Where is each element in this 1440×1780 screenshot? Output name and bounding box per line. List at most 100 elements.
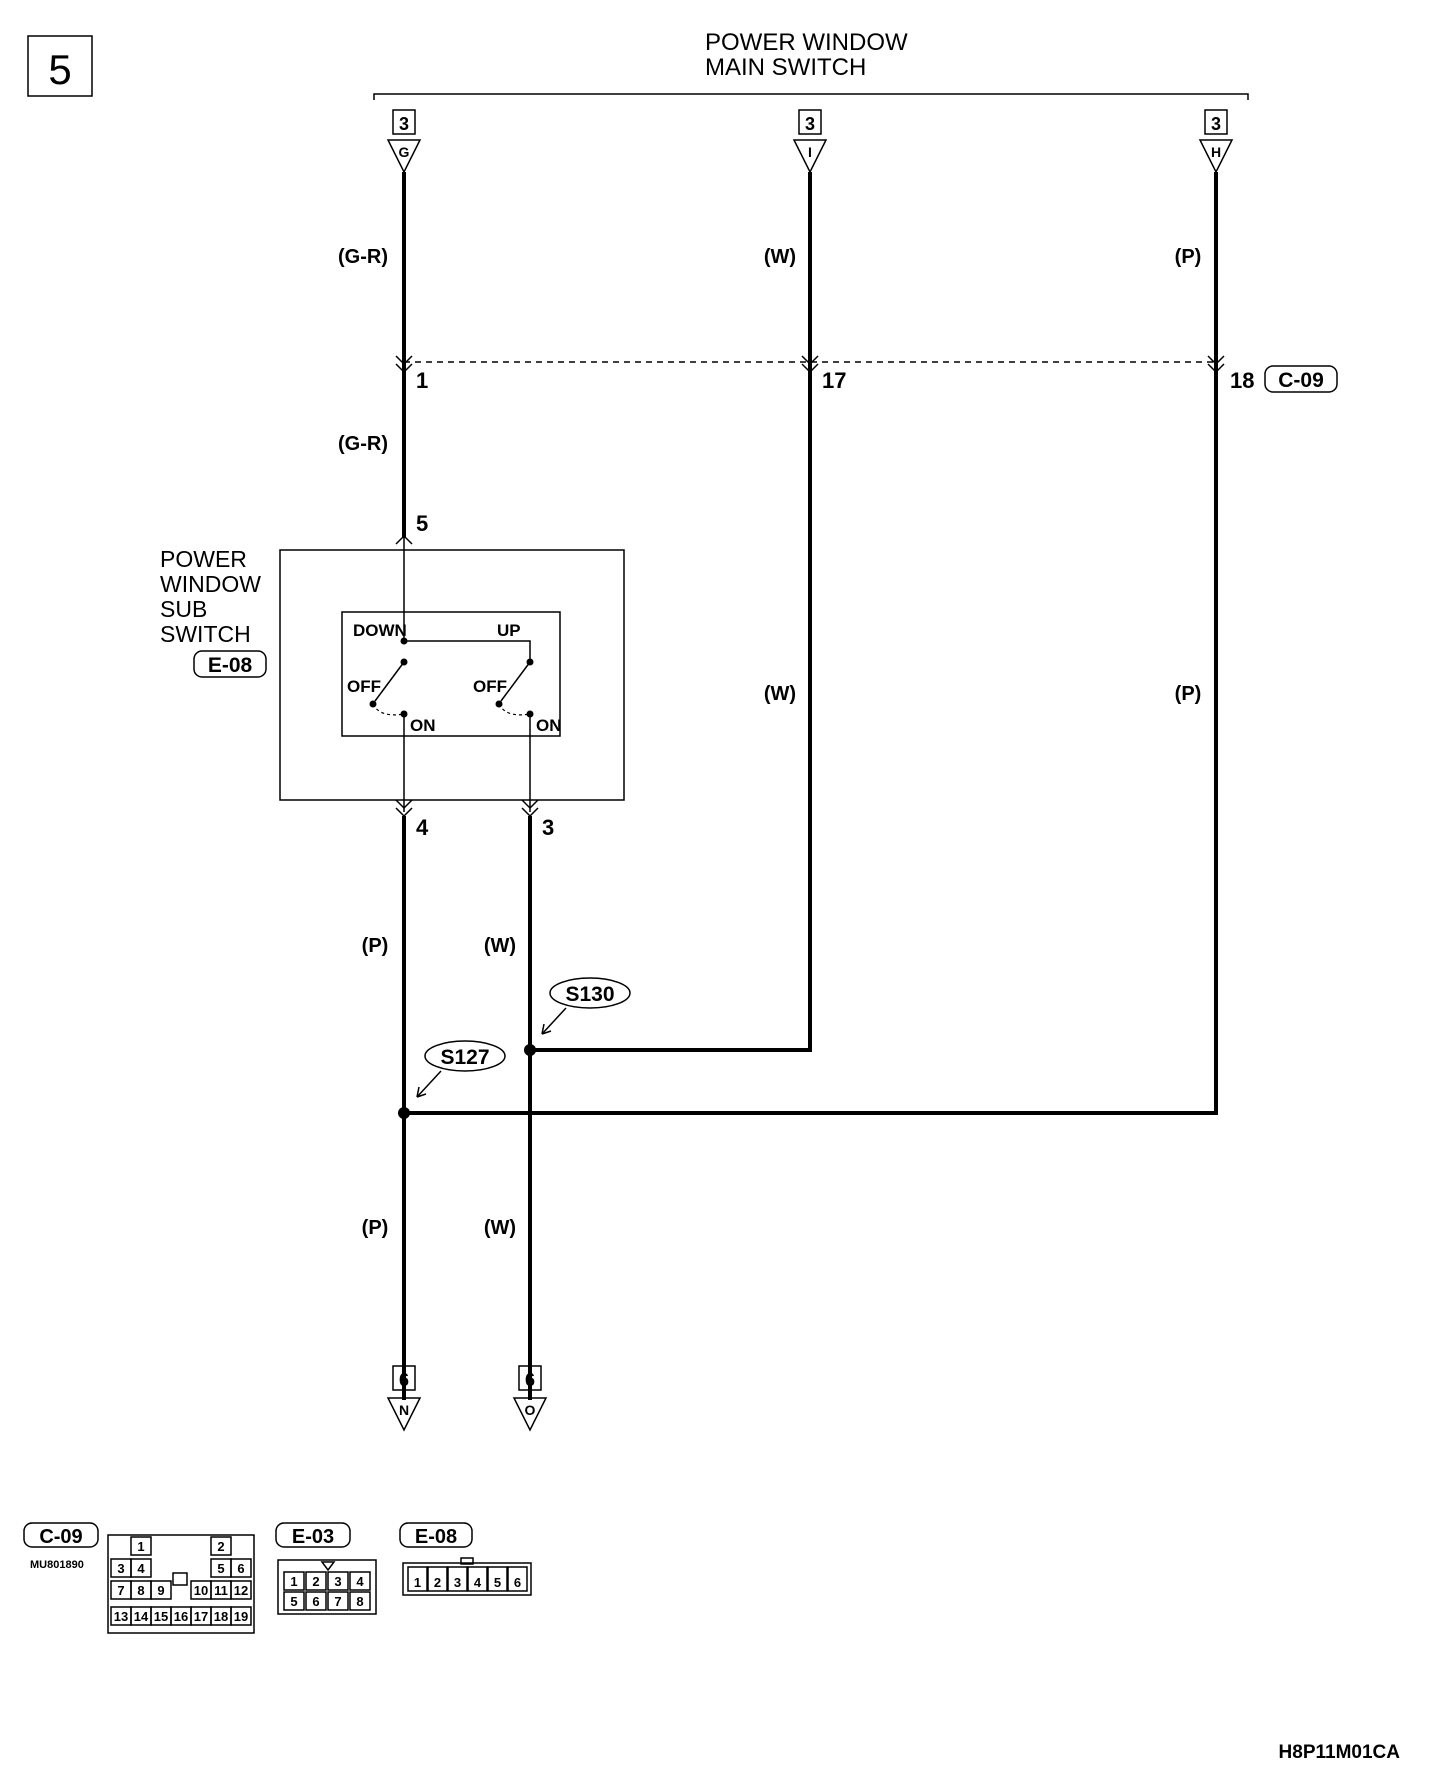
wire-label-p-mid: (P) [362, 935, 389, 957]
e03-pin-cell [305, 1591, 327, 1611]
splice-s130-tag: S130 [541, 977, 631, 1035]
wire-w-main [529, 172, 812, 1052]
to-connector-n: 6 N [386, 1365, 422, 1432]
e03-pin-label: 7 [334, 1594, 341, 1609]
e03-pin-cell [349, 1571, 371, 1591]
on-label-up: ON [536, 716, 562, 735]
c09-pin-label: 19 [234, 1609, 248, 1624]
c09-pin-label: 4 [137, 1561, 145, 1576]
e08-pin-cell [407, 1566, 428, 1592]
splice-s127-tag: S127 [416, 1040, 506, 1098]
e03-pin-cell [327, 1571, 349, 1591]
wire-label-w-right: (W) [764, 683, 796, 705]
svg-text:3: 3 [1211, 114, 1221, 134]
e08-pin-cell [487, 1566, 508, 1592]
e03-pin-cell [305, 1571, 327, 1591]
from-connector-h: 3 H [1198, 109, 1234, 174]
diagram-code: H8P11M01CA [1279, 1742, 1401, 1763]
c09-pin-label: 18 [214, 1609, 228, 1624]
svg-text:S130: S130 [565, 983, 614, 1006]
svg-text:E-08: E-08 [208, 654, 253, 677]
e03-pin-cell [283, 1591, 305, 1611]
wire-label-w-low: (W) [484, 1217, 516, 1239]
wire-label-p-right: (P) [1175, 683, 1202, 705]
c09-pin-cell [210, 1536, 232, 1556]
c09-mark-18 [1207, 355, 1225, 374]
e03-pin-label: 1 [290, 1574, 297, 1589]
e08-pin-cell [427, 1566, 448, 1592]
splice-s127-dot [398, 1107, 410, 1119]
sub-switch-title-3: SUB [160, 596, 207, 622]
c09-pin-label: 8 [137, 1583, 144, 1598]
c09-pin-label: 6 [237, 1561, 244, 1576]
svg-text:S127: S127 [440, 1046, 489, 1069]
e08-pin-label: 3 [454, 1575, 461, 1590]
svg-text:E-08: E-08 [415, 1526, 457, 1548]
c09-pin-label: 1 [137, 1539, 144, 1554]
wire-label-gr-lower: (G-R) [338, 433, 388, 455]
wire-label-w-mid: (W) [484, 935, 516, 957]
wire-label-w-top: (W) [764, 246, 796, 268]
e03-pin-label: 3 [334, 1574, 341, 1589]
svg-text:C-09: C-09 [1278, 369, 1324, 392]
c09-pin-label: 5 [217, 1561, 224, 1576]
svg-text:MU801890: MU801890 [30, 1559, 84, 1571]
c09-pin-label: 7 [117, 1583, 124, 1598]
c09-pin-label: 16 [174, 1609, 188, 1624]
c09-pin-label: 13 [114, 1609, 128, 1624]
main-switch-brace [373, 93, 1249, 100]
c09-pin-label: 17 [194, 1609, 208, 1624]
e03-pin-cell [327, 1591, 349, 1611]
e03-pin-label: 5 [290, 1594, 297, 1609]
c09-pin-label: 11 [214, 1583, 228, 1598]
e03-pin-label: 6 [312, 1594, 319, 1609]
page-number-box: 5 [27, 35, 93, 97]
from-connector-g: 3 G [386, 109, 422, 174]
svg-text:H: H [1211, 144, 1221, 160]
wire-label-p-low: (P) [362, 1217, 389, 1239]
c09-connector-tag: C-09 [1264, 365, 1338, 393]
pin-18: 18 [1230, 368, 1254, 393]
svg-text:O: O [525, 1402, 536, 1418]
c09-pin-label: 3 [117, 1561, 124, 1576]
wire-p-main [404, 172, 1218, 1115]
on-label-down: ON [410, 716, 436, 735]
to-connector-o: 6 O [512, 1365, 548, 1432]
main-switch-title-2: MAIN SWITCH [705, 54, 866, 81]
svg-text:3: 3 [805, 114, 815, 134]
c09-pin-label: 9 [157, 1583, 164, 1598]
wire-label-p-top: (P) [1175, 246, 1202, 268]
e08-pin-cell [467, 1566, 488, 1592]
switch-inner-box [341, 611, 561, 737]
c09-pin-label: 14 [134, 1609, 149, 1624]
page-number: 5 [48, 46, 71, 93]
c09-mark-1 [395, 355, 413, 374]
c09-pin-cell [230, 1606, 252, 1626]
svg-text:I: I [808, 144, 812, 160]
e08-pin-label: 2 [434, 1575, 441, 1590]
c09-pin-cell [230, 1558, 252, 1578]
sub-switch-box [279, 549, 625, 801]
e08-pin-label: 5 [494, 1575, 501, 1590]
e03-pin-label: 4 [356, 1574, 364, 1589]
c09-pin-label: 2 [217, 1539, 224, 1554]
c09-pin-label: 15 [154, 1609, 168, 1624]
e08-pin-label: 4 [474, 1575, 482, 1590]
c09-pin-cell [230, 1580, 252, 1600]
pin-3: 3 [542, 815, 554, 840]
c09-pin-cell [130, 1558, 152, 1578]
e08-pin-cell [507, 1566, 528, 1592]
switch-arm-up [500, 661, 531, 702]
c09-pin-cell [130, 1536, 152, 1556]
pin-5: 5 [416, 511, 428, 536]
sub-switch-title-1: POWER [160, 546, 247, 572]
e03-pin-label: 8 [356, 1594, 363, 1609]
svg-text:6: 6 [399, 1370, 409, 1390]
from-connector-i: 3 I [792, 109, 828, 174]
svg-text:G: G [399, 144, 410, 160]
wire-label-gr-top: (G-R) [338, 246, 388, 268]
pin-1: 1 [416, 368, 428, 393]
main-switch-title-1: POWER WINDOW [705, 29, 908, 56]
